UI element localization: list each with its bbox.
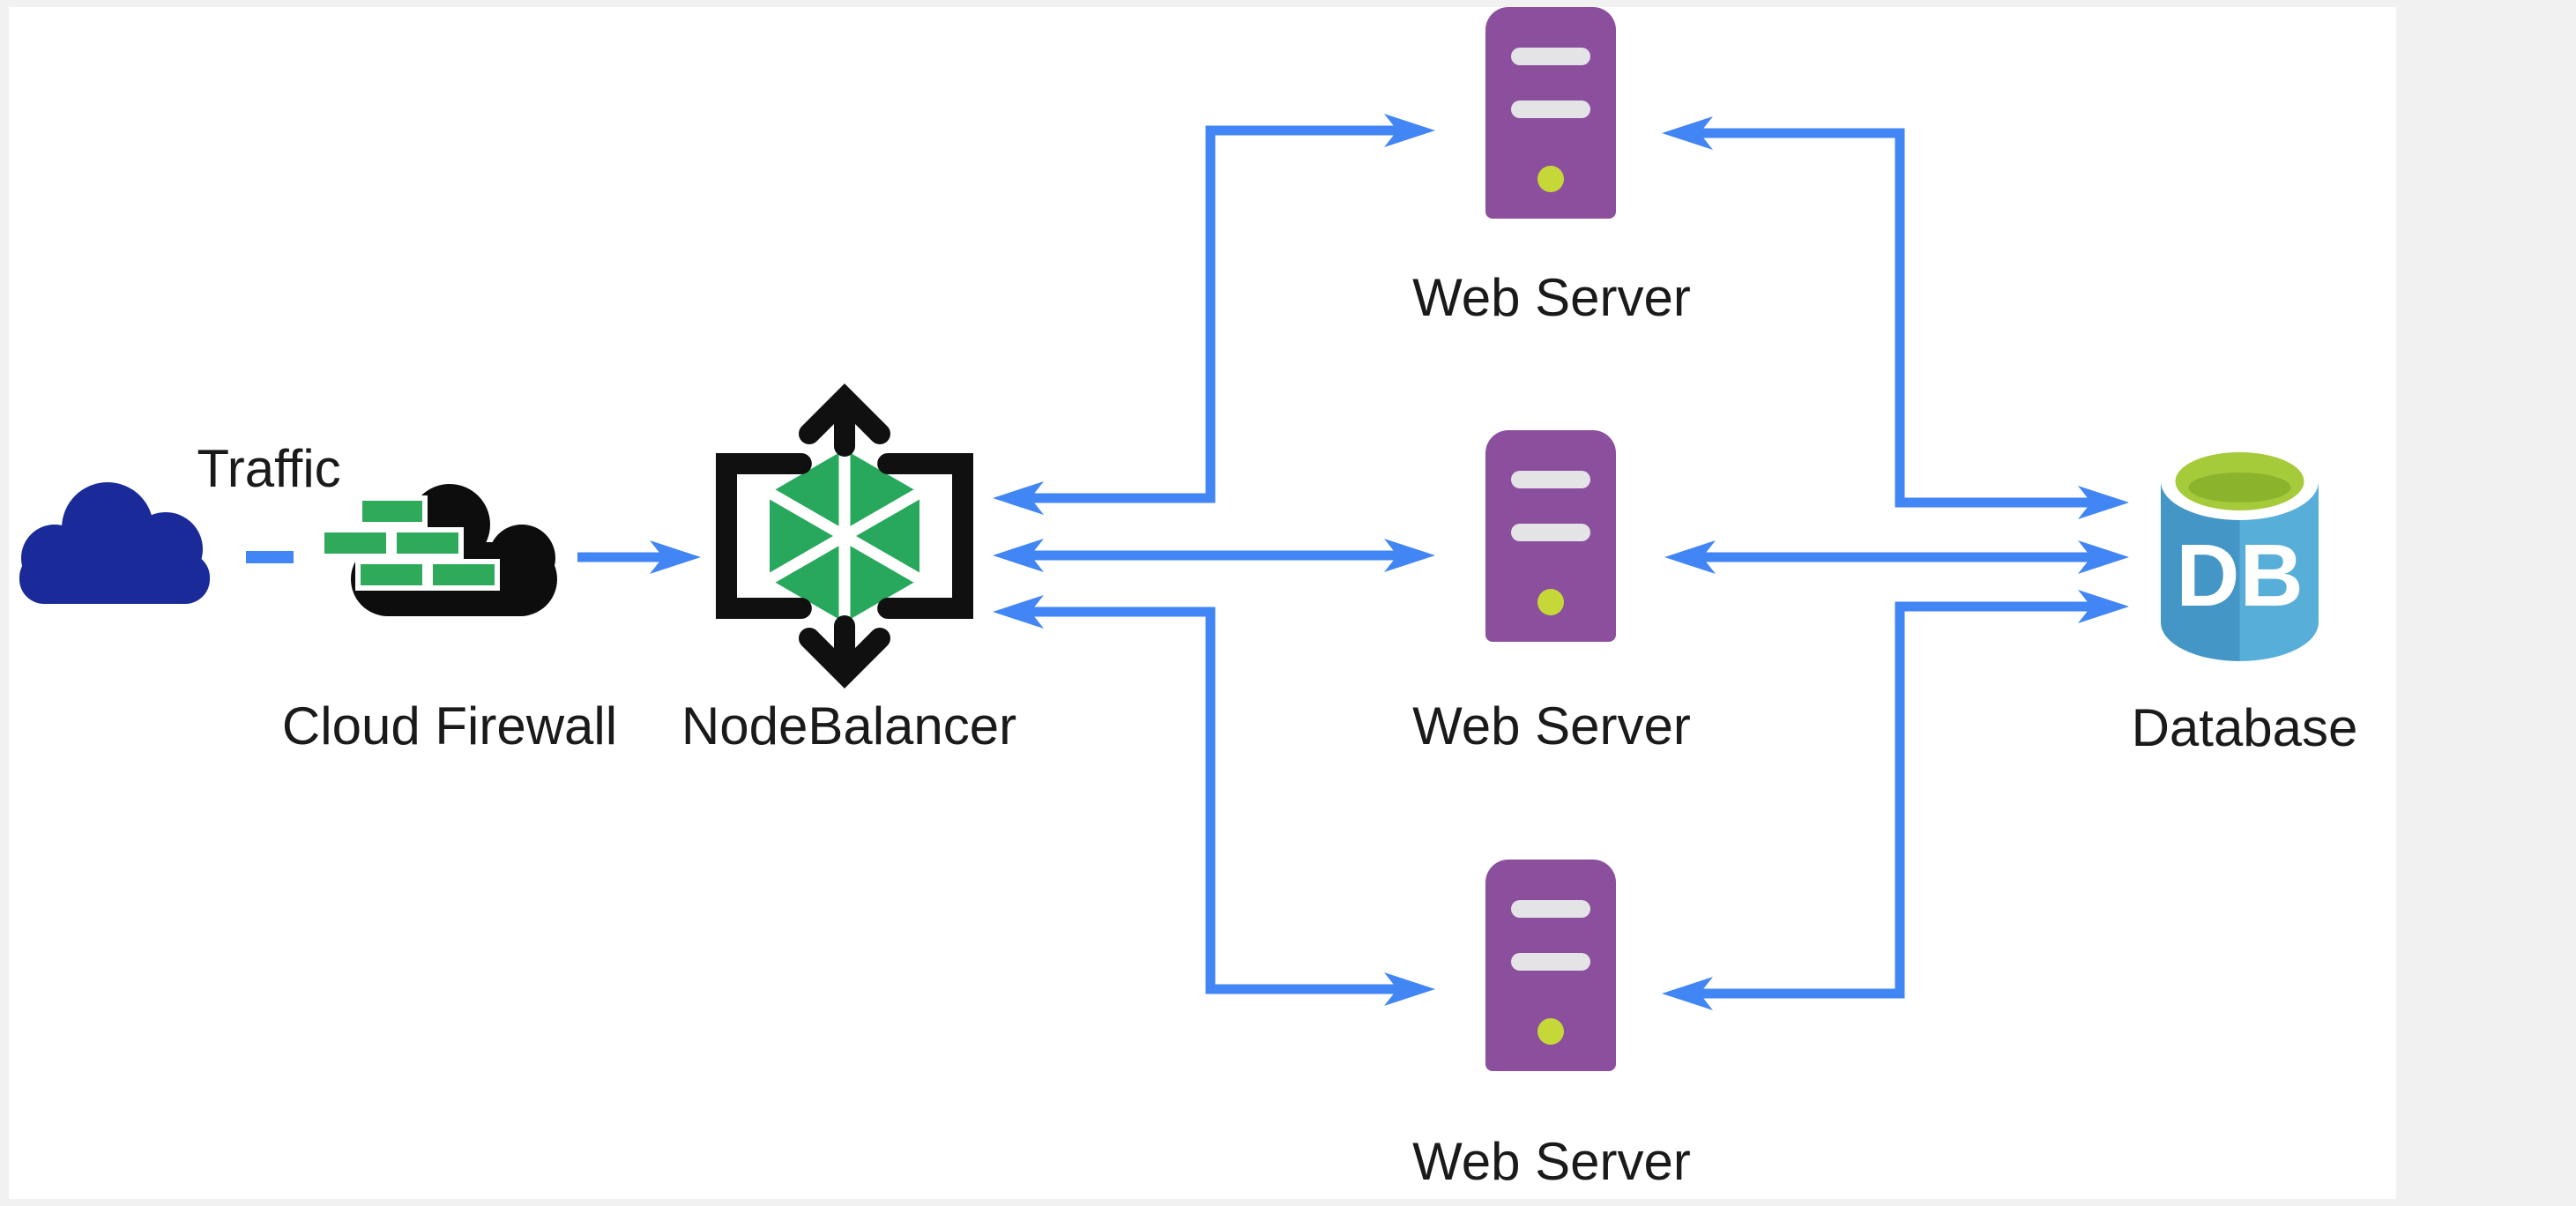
nodebalancer-icon [716, 383, 973, 689]
server-led [1537, 1018, 1564, 1045]
nodebalancer-label: NodeBalancer [681, 696, 1017, 756]
traffic-label: Traffic [197, 439, 341, 498]
firewall-icon [319, 484, 557, 616]
server-slot [1511, 48, 1590, 65]
firewall-bricks [319, 495, 500, 591]
web-server-middle-label: Web Server [1412, 696, 1691, 756]
server-slot [1511, 524, 1590, 541]
nodebalancer-out-arrows [716, 383, 973, 689]
server-led [1537, 589, 1564, 615]
web-server-bottom-label: Web Server [1412, 1132, 1691, 1191]
server-slot [1511, 100, 1590, 118]
server-icon [1485, 860, 1616, 1071]
server-slot [1511, 953, 1590, 971]
database-badge: DB [2176, 526, 2303, 625]
server-led [1537, 166, 1564, 192]
database-top-inner [2188, 473, 2291, 502]
server-slot [1511, 471, 1590, 488]
server-icon [1485, 7, 1616, 219]
database-label: Database [2131, 698, 2358, 757]
database-body [2161, 481, 2319, 661]
web-server-top-label: Web Server [1412, 268, 1691, 327]
server-icon [1485, 430, 1616, 642]
server-slot [1511, 900, 1590, 918]
cloud-icon [19, 482, 210, 604]
database-icon: DB [2161, 443, 2319, 661]
cloud-firewall-label: Cloud Firewall [281, 696, 618, 756]
